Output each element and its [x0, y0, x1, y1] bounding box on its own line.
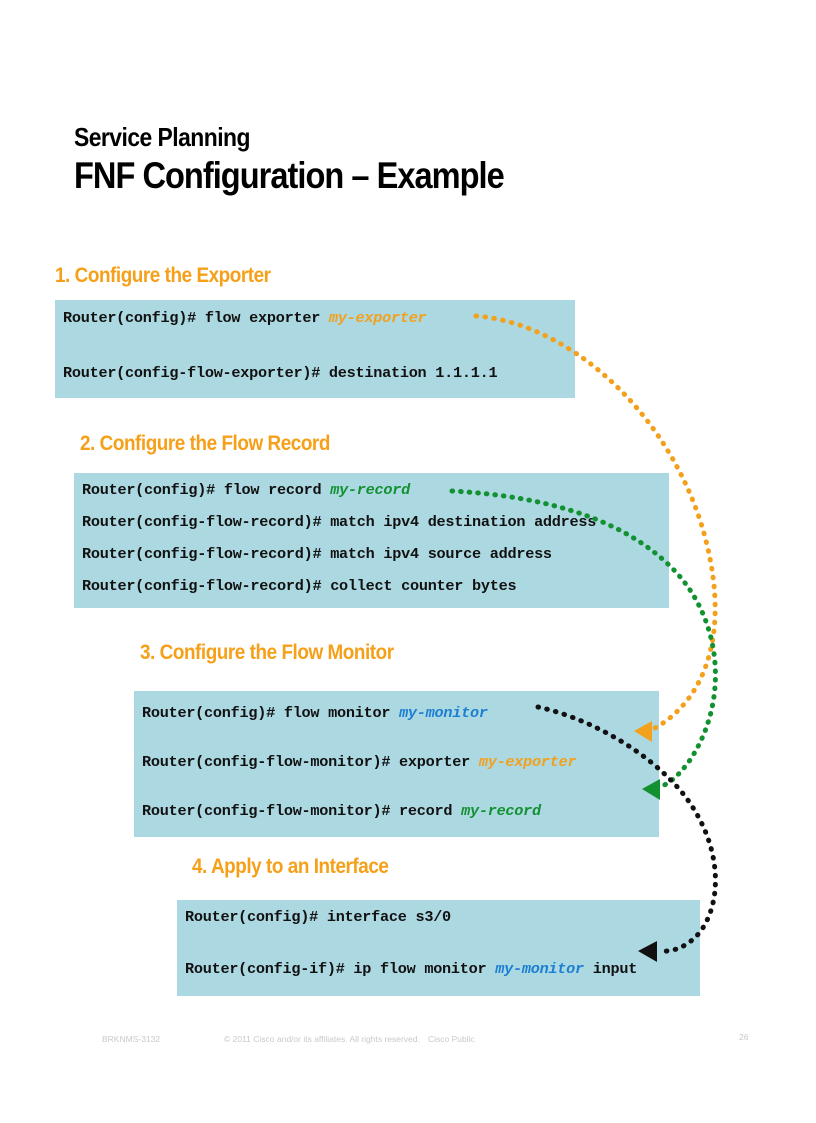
code-text: Router(config)# flow exporter	[63, 309, 329, 327]
code-text: Router(config-flow-record)# match ipv4 d…	[82, 513, 597, 531]
code-text: Router(config-if)# ip flow monitor	[185, 960, 496, 978]
slide-footer: BRKNMS-3132 © 2011 Cisco and/or its affi…	[0, 1032, 816, 1052]
code-line: Router(config-if)# ip flow monitor my-mo…	[185, 960, 637, 978]
code-highlight-my-exporter: my-exporter	[478, 753, 577, 771]
code-highlight-my-exporter: my-exporter	[328, 309, 427, 327]
code-line: Router(config-flow-record)# match ipv4 d…	[82, 513, 596, 531]
step-4-heading: 4. Apply to an Interface	[192, 855, 389, 878]
code-line: Router(config)# flow monitor my-monitor	[142, 704, 488, 722]
code-line: Router(config)# flow exporter my-exporte…	[63, 309, 427, 327]
code-text: input	[583, 960, 638, 978]
code-text: Router(config-flow-monitor)# record	[142, 802, 462, 820]
code-text: Router(config-flow-monitor)# exporter	[142, 753, 479, 771]
code-line: Router(config-flow-record)# collect coun…	[82, 577, 517, 595]
code-line: Router(config)# interface s3/0	[185, 908, 451, 926]
step-3-code-box: Router(config)# flow monitor my-monitor …	[134, 691, 659, 837]
step-3-heading: 3. Configure the Flow Monitor	[140, 641, 394, 664]
step-2-heading: 2. Configure the Flow Record	[80, 432, 330, 455]
code-highlight-my-record: my-record	[461, 802, 541, 820]
step-1-heading: 1. Configure the Exporter	[55, 264, 271, 287]
code-text: Router(config)# flow record	[82, 481, 331, 499]
code-text: Router(config)# flow monitor	[142, 704, 400, 722]
code-highlight-my-monitor: my-monitor	[399, 704, 488, 722]
footer-page-number: 26	[739, 1032, 749, 1042]
step-4-code-box: Router(config)# interface s3/0 Router(co…	[177, 900, 700, 996]
title-block: Service Planning FNF Configuration – Exa…	[74, 122, 694, 198]
code-text: Router(config-flow-exporter)# destinatio…	[63, 364, 498, 382]
code-text: Router(config)# interface s3/0	[185, 908, 451, 926]
code-text: Router(config-flow-record)# match ipv4 s…	[82, 545, 552, 563]
footer-copyright: © 2011 Cisco and/or its affiliates. All …	[224, 1034, 420, 1044]
code-line: Router(config-flow-exporter)# destinatio…	[63, 364, 498, 382]
code-line: Router(config-flow-monitor)# record my-r…	[142, 802, 541, 820]
code-line: Router(config-flow-record)# match ipv4 s…	[82, 545, 552, 563]
step-2-code-box: Router(config)# flow record my-record Ro…	[74, 473, 669, 608]
code-highlight-my-monitor: my-monitor	[495, 960, 584, 978]
footer-classification: Cisco Public	[428, 1034, 475, 1044]
footer-session-code: BRKNMS-3132	[102, 1034, 161, 1044]
code-highlight-my-record: my-record	[330, 481, 410, 499]
step-1-code-box: Router(config)# flow exporter my-exporte…	[55, 300, 575, 398]
code-line: Router(config-flow-monitor)# exporter my…	[142, 753, 577, 771]
slide-kicker: Service Planning	[74, 122, 250, 152]
page-title: FNF Configuration – Example	[74, 155, 505, 196]
code-text: Router(config-flow-record)# collect coun…	[82, 577, 517, 595]
code-line: Router(config)# flow record my-record	[82, 481, 410, 499]
